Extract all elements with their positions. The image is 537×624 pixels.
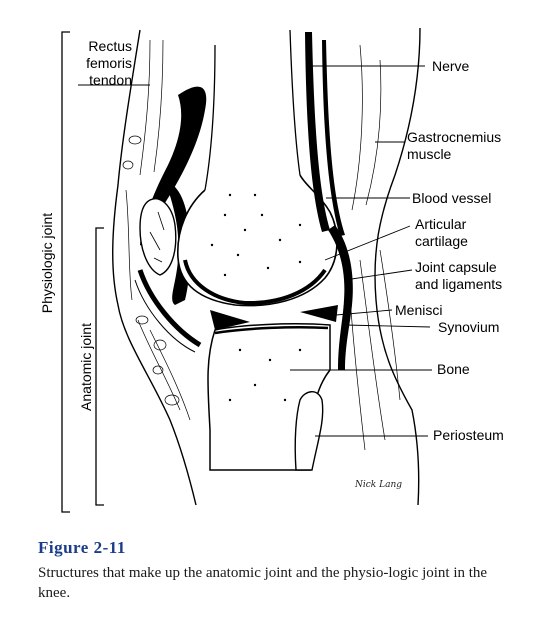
- femoral-condyle: [177, 174, 338, 307]
- anatomic-joint-label: Anatomic joint: [78, 323, 94, 411]
- figure-title: Figure 2-11: [38, 538, 126, 557]
- menisci-label: Menisci: [395, 302, 443, 318]
- anatomic-joint-bracket: [95, 227, 104, 506]
- figure-caption: Structures that make up the anatomic joi…: [38, 565, 488, 601]
- gastrocnemius: [347, 44, 401, 451]
- articular-cartilage-label: Articular cartilage: [415, 216, 468, 250]
- fibula: [294, 391, 324, 471]
- physiologic-joint-bracket: [61, 31, 70, 513]
- patella: [139, 198, 177, 276]
- bone-label: Bone: [437, 361, 470, 377]
- articular-cartilage-label-line2: cartilage: [415, 233, 468, 249]
- periosteum-label: Periosteum: [433, 427, 504, 443]
- joint-capsule-label-line2: and ligaments: [415, 276, 503, 292]
- physiologic-joint-label: Physiologic joint: [39, 212, 55, 314]
- rectus-femoris-label-line2: femoris: [86, 55, 132, 71]
- rectus-femoris-label: Rectus femoris tendon: [80, 38, 132, 89]
- articular-cartilage-label-line1: Articular: [415, 216, 467, 232]
- gastrocnemius-label-line2: muscle: [407, 146, 452, 162]
- synovium-label: Synovium: [438, 319, 500, 335]
- gastrocnemius-label-line1: Gastrocnemius: [407, 129, 502, 145]
- menisci: [210, 305, 338, 330]
- nerve-label: Nerve: [432, 58, 470, 74]
- left-soft-tissue: [122, 39, 191, 421]
- rectus-femoris-label-line1: Rectus: [88, 38, 132, 54]
- blood-vessel-label: Blood vessel: [412, 190, 492, 206]
- leader-lines: [78, 65, 432, 437]
- blood-vessel: [322, 40, 345, 236]
- joint-capsule-label-line1: Joint capsule: [415, 259, 497, 275]
- joint-capsule-label: Joint capsule and ligaments: [415, 259, 502, 293]
- patellar-ligament: [137, 269, 202, 348]
- rectus-femoris-label-line3: tendon: [89, 72, 132, 88]
- nerve: [305, 32, 330, 232]
- femur-shaft: [204, 29, 301, 191]
- posterior-capsule: [328, 225, 353, 370]
- artist-signature: Nick Lang: [355, 480, 403, 490]
- gastrocnemius-label: Gastrocnemius muscle: [407, 129, 501, 163]
- skin-contour: [112, 27, 421, 506]
